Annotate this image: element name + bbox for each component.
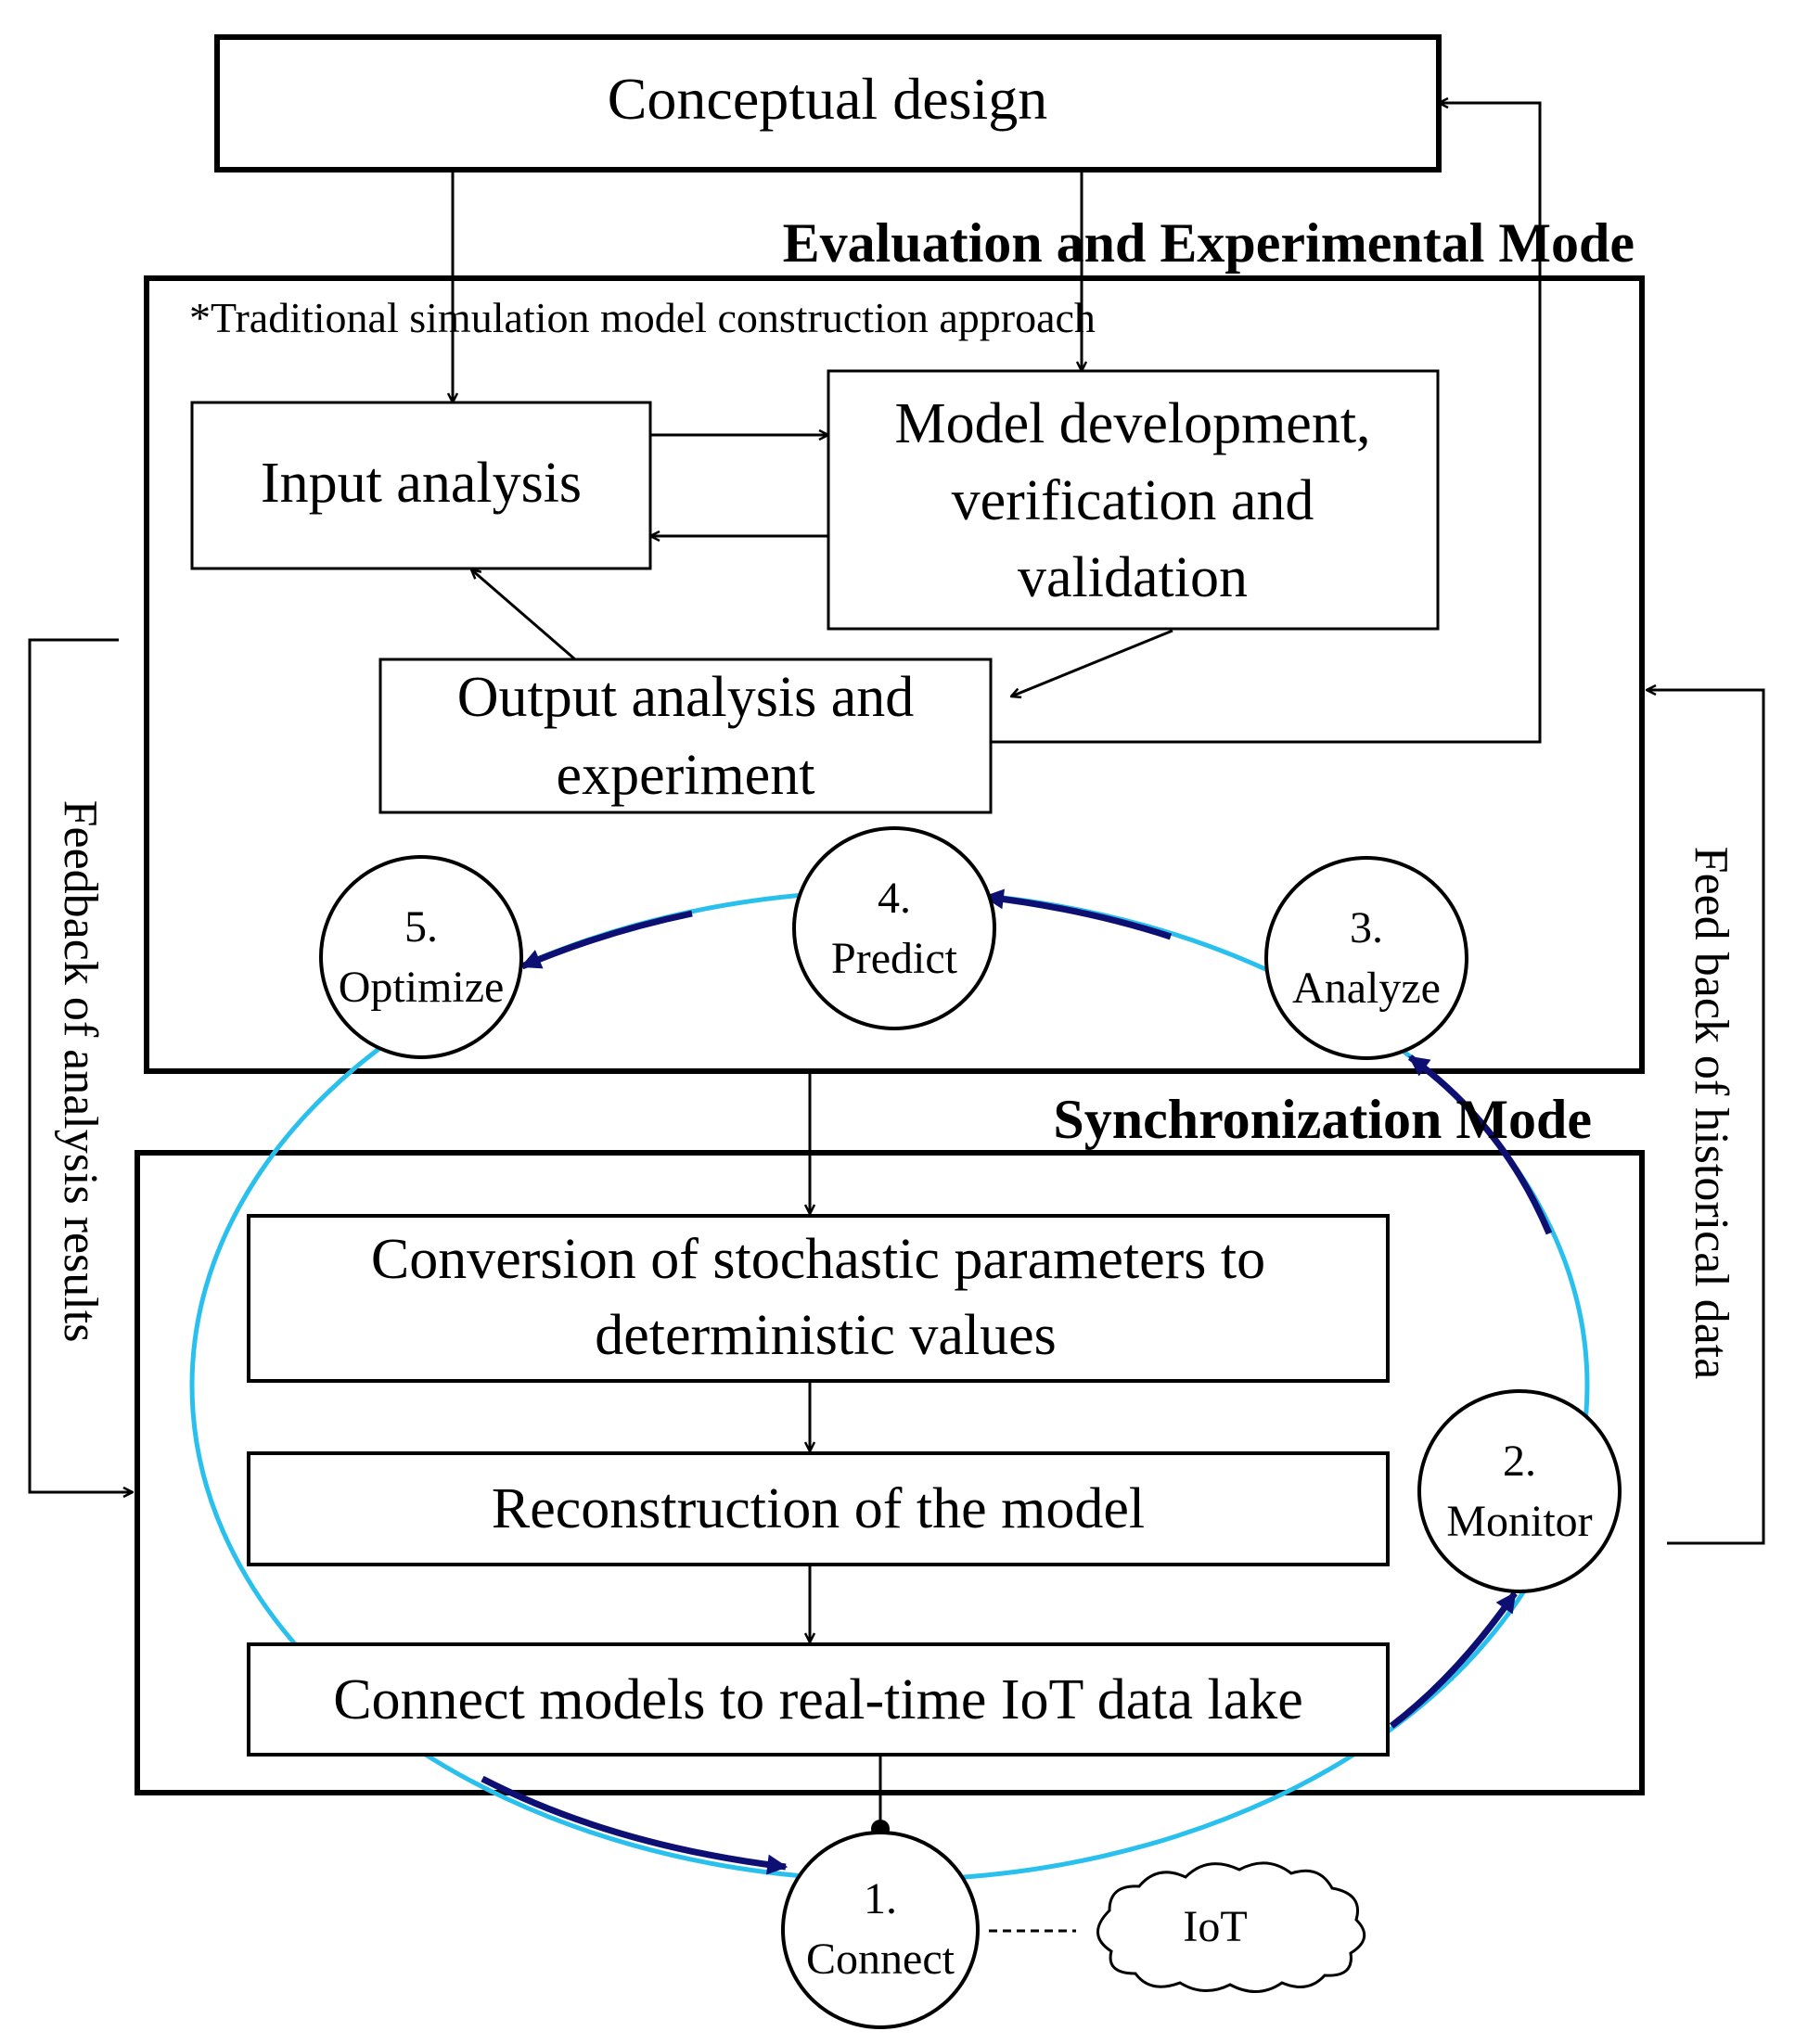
- model-development-box: [827, 369, 1440, 631]
- connect-models-box: [247, 1642, 1390, 1757]
- feedback-right-label: Feed back of historical data: [1685, 847, 1737, 1380]
- conversion-label-2: deterministic values: [595, 1304, 1057, 1367]
- analyze-node-label: Analyze: [1292, 964, 1441, 1013]
- arrow-output-to-concept: [991, 103, 1542, 744]
- cycle-arrow-to-monitor: [1389, 1590, 1518, 1729]
- connect-node-number: 1.: [864, 1874, 897, 1923]
- output-analysis-label-2: experiment: [557, 744, 815, 807]
- iot-label: IoT: [1183, 1902, 1247, 1951]
- reconstruction-label: Reconstruction of the model: [492, 1477, 1145, 1540]
- cycle-node-analyze: 3. Analyze: [1264, 856, 1468, 1060]
- conversion-box: [247, 1214, 1390, 1383]
- conversion-label-1: Conversion of stochastic parameters to: [371, 1228, 1265, 1291]
- feedback-left-label: Feedback of analysis results: [54, 800, 107, 1343]
- feedback-left-bracket: [28, 638, 133, 1492]
- model-development-label-3: validation: [1018, 546, 1248, 609]
- connect-node-label: Connect: [806, 1935, 955, 1984]
- predict-node-number: 4.: [878, 874, 911, 923]
- output-analysis-box: [378, 658, 993, 814]
- input-analysis-label: Input analysis: [261, 452, 582, 515]
- monitor-node-number: 2.: [1503, 1437, 1536, 1486]
- predict-node-label: Predict: [831, 934, 958, 983]
- arrow-model-to-output: [1011, 629, 1173, 696]
- arrow-output-to-input: [471, 569, 576, 661]
- analyze-node-number: 3.: [1350, 903, 1383, 952]
- cycle-arrow-to-analyze: [1407, 1054, 1553, 1235]
- traditional-approach-note: *Traditional simulation model constructi…: [189, 294, 1096, 341]
- cycle-arrow-to-optimize: [519, 910, 693, 970]
- evaluation-mode-title: Evaluation and Experimental Mode: [783, 212, 1635, 274]
- evaluation-mode-box: [144, 275, 1645, 1074]
- conceptual-design-box: [214, 34, 1442, 172]
- connect-models-label: Connect models to real-time IoT data lak…: [333, 1668, 1303, 1731]
- output-analysis-label-1: Output analysis and: [457, 666, 915, 729]
- feedback-right-bracket: [1647, 690, 1765, 1545]
- iot-cloud: [1096, 1861, 1366, 1993]
- cycle-arrow-to-predict: [982, 888, 1173, 940]
- synchronization-mode-box: [135, 1150, 1645, 1795]
- cycle-node-monitor: 2. Monitor: [1417, 1389, 1622, 1593]
- cycle-arrow-to-connect: [481, 1775, 789, 1875]
- synchronization-mode-title: Synchronization Mode: [1053, 1089, 1592, 1150]
- cycle-node-optimize: 5. Optimize: [319, 855, 523, 1059]
- model-development-label-1: Model development,: [894, 392, 1370, 455]
- input-analysis-box: [190, 401, 652, 570]
- optimize-node-label: Optimize: [339, 963, 505, 1012]
- reconstruction-box: [247, 1451, 1390, 1566]
- monitor-node-label: Monitor: [1446, 1497, 1592, 1546]
- model-development-label-2: verification and: [952, 469, 1314, 532]
- conceptual-design-label: Conceptual design: [608, 66, 1048, 132]
- optimize-node-number: 5.: [404, 902, 438, 952]
- cycle-node-connect: 1. Connect: [781, 1831, 980, 2029]
- cycle-node-predict: 4. Predict: [792, 826, 996, 1030]
